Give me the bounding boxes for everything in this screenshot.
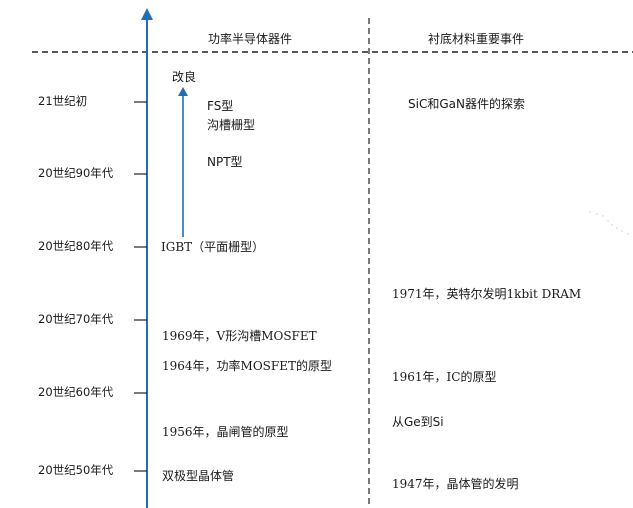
era-label: 20世纪70年代 (38, 312, 114, 326)
scan-marks (589, 211, 629, 235)
event-dram: 1971年，英特尔发明1kbit DRAM (392, 287, 582, 301)
event-igbt: IGBT（平面栅型） (161, 240, 265, 254)
event-fs: FS型 (207, 99, 234, 113)
era-label: 20世纪80年代 (38, 239, 114, 253)
event-ic: 1961年，IC的原型 (392, 370, 497, 384)
event-thyristor: 1956年，晶闸管的原型 (162, 425, 289, 439)
event-ge-si: 从Ge到Si (392, 415, 444, 429)
event-power-mosfet: 1964年，功率MOSFET的原型 (162, 359, 332, 373)
era-label: 20世纪60年代 (38, 385, 114, 399)
time-axis-arrowhead (141, 8, 153, 20)
era-label: 20世纪90年代 (38, 166, 114, 180)
event-sic-gan: SiC和GaN器件的探索 (408, 97, 525, 111)
era-label: 21世纪初 (38, 94, 88, 108)
event-v-mosfet: 1969年，V形沟槽MOSFET (162, 329, 317, 343)
event-bjt: 双极型晶体管 (162, 469, 235, 483)
event-trench: 沟槽栅型 (207, 118, 256, 132)
era-label: 20世纪50年代 (38, 463, 114, 477)
event-improve: 改良 (172, 70, 197, 84)
header-power-semiconductor: 功率半导体器件 (208, 32, 293, 46)
header-substrate-events: 衬底材料重要事件 (428, 32, 525, 46)
improvement-arrowhead (178, 87, 188, 96)
event-npt: NPT型 (207, 155, 243, 169)
event-transistor: 1947年，晶体管的发明 (392, 477, 519, 491)
